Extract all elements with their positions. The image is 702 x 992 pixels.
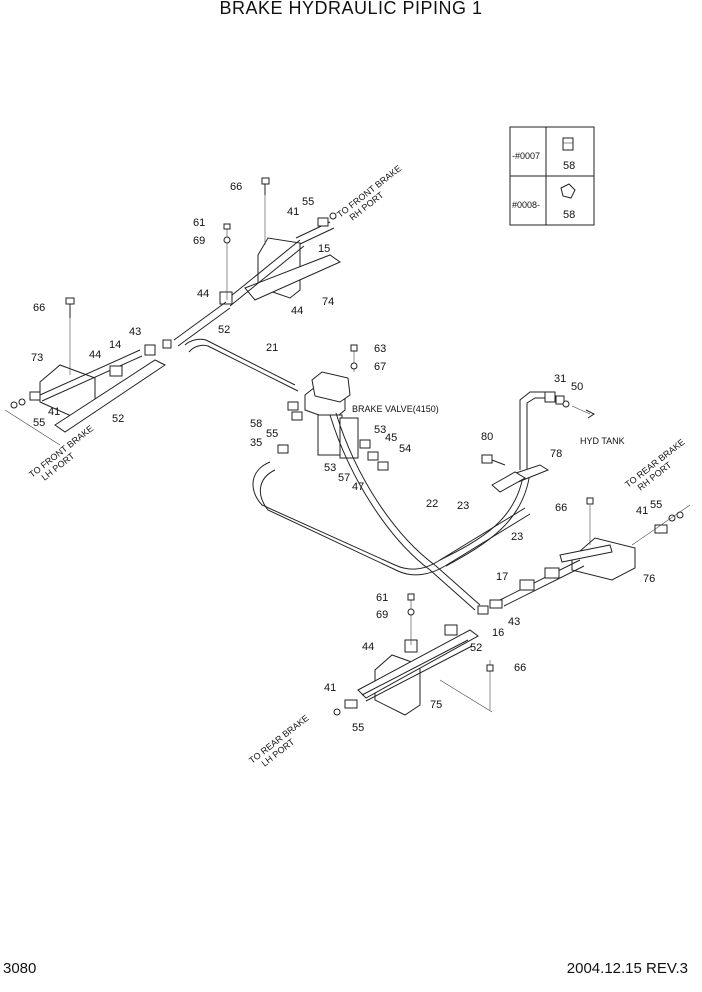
serial-row-1-range: -#0007 <box>512 151 540 161</box>
callout: 22 <box>426 498 438 510</box>
callout: 58 <box>250 418 262 430</box>
callout: 44 <box>89 349 101 361</box>
callout: 66 <box>33 302 45 314</box>
callout: 21 <box>266 342 278 354</box>
front-lh-label-1: TO FRONT BRAKE <box>27 423 95 479</box>
callout: 15 <box>318 243 330 255</box>
callout: 53 <box>324 462 336 474</box>
callout: 43 <box>129 326 141 338</box>
callout: 35 <box>250 437 262 449</box>
callout: 69 <box>193 235 205 247</box>
callout: 55 <box>650 499 662 511</box>
callout: 52 <box>112 413 124 425</box>
callout: 66 <box>230 181 242 193</box>
callout: 31 <box>554 373 566 385</box>
callout: 55 <box>302 196 314 208</box>
callout: 66 <box>555 502 567 514</box>
page-title: BRAKE HYDRAULIC PIPING 1 <box>219 0 483 18</box>
callout: 41 <box>636 505 648 517</box>
callout: 50 <box>571 381 583 393</box>
long-tubes <box>252 412 531 611</box>
callout: 53 <box>374 424 386 436</box>
callout: 44 <box>362 641 374 653</box>
callout: 54 <box>399 443 411 455</box>
callout: 41 <box>48 406 60 418</box>
serial-row-2-part: 58 <box>563 209 575 221</box>
callout: 61 <box>376 592 388 604</box>
serial-row-1-part: 58 <box>563 160 575 172</box>
brake-valve <box>277 344 389 471</box>
elbow-fitting-icon <box>560 183 576 199</box>
callout: 44 <box>197 288 209 300</box>
page-number: 3080 <box>3 960 37 977</box>
rear-lh-assembly <box>333 593 494 716</box>
tank-return-line <box>439 391 595 567</box>
callout: 57 <box>338 472 350 484</box>
callout: 45 <box>385 432 397 444</box>
callout: 73 <box>31 352 43 364</box>
callout: 23 <box>511 531 523 543</box>
callout: 61 <box>193 217 205 229</box>
straight-fitting-icon <box>562 137 574 151</box>
callout: 75 <box>430 699 442 711</box>
callout: 55 <box>33 417 45 429</box>
brake-valve-label: BRAKE VALVE(4150) <box>352 404 439 414</box>
serial-row-2-range: #0008- <box>512 200 540 210</box>
revision-date: 2004.12.15 REV.3 <box>566 960 688 977</box>
callout: 69 <box>376 609 388 621</box>
callout: 52 <box>470 642 482 654</box>
callout: 74 <box>322 296 334 308</box>
callout: 52 <box>218 324 230 336</box>
callout: 63 <box>374 343 386 355</box>
callout: 43 <box>508 616 520 628</box>
callout: 55 <box>352 722 364 734</box>
front-pipe-assembly <box>4 177 342 446</box>
rear-rh-assembly <box>477 497 691 615</box>
callout: 78 <box>550 448 562 460</box>
front-rh-label-1: TO FRONT BRAKE <box>335 163 403 219</box>
hyd-tank-label: HYD TANK <box>580 436 625 446</box>
callout: 14 <box>109 339 121 351</box>
callout: 44 <box>291 305 303 317</box>
callout: 41 <box>324 682 336 694</box>
callout: 66 <box>514 662 526 674</box>
callout: 76 <box>643 573 655 585</box>
callout: 41 <box>287 206 299 218</box>
callout: 80 <box>481 431 493 443</box>
callout: 55 <box>266 428 278 440</box>
callout-labels: BRAKE VALVE(4150) HYD TANK TO FRONT BRAK… <box>27 163 687 768</box>
callout: 16 <box>492 627 504 639</box>
callout: 47 <box>352 481 364 493</box>
callout: 23 <box>457 500 469 512</box>
serial-inset-table: -#0007 #0008- 58 58 <box>509 126 595 226</box>
callout: 17 <box>496 571 508 583</box>
callout: 67 <box>374 361 386 373</box>
